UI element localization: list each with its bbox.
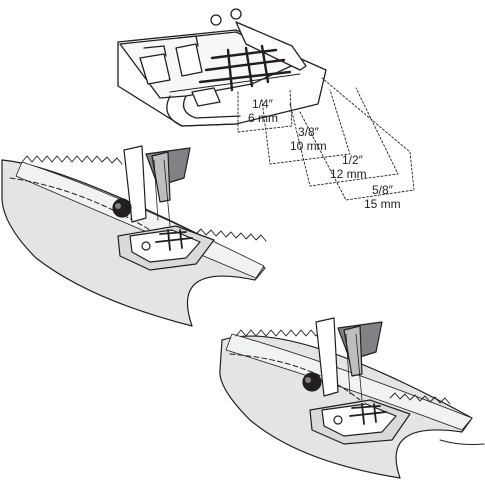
guide-label-1-mm: 6 mm [248,111,278,125]
guide-label-2-inch: 3/8″ [298,125,320,139]
presser-foot-icon [117,8,415,201]
guide-label-4-mm: 15 mm [364,197,401,211]
seam-allowance-labels: 1/4″ 6 mm 3/8″ 10 mm 1/2″ 12 mm 5/8″ 15 … [248,97,401,211]
sewing-foot-on-fabric-icon [219,317,485,479]
guide-label-3-inch: 1/2″ [342,153,364,167]
guide-label-4-inch: 5/8″ [372,183,394,197]
guide-label-3-mm: 12 mm [330,167,367,181]
guide-label-2-mm: 10 mm [290,139,327,153]
sewing-foot-on-fabric-icon [1,145,267,327]
guide-label-1-inch: 1/4″ [252,97,274,111]
